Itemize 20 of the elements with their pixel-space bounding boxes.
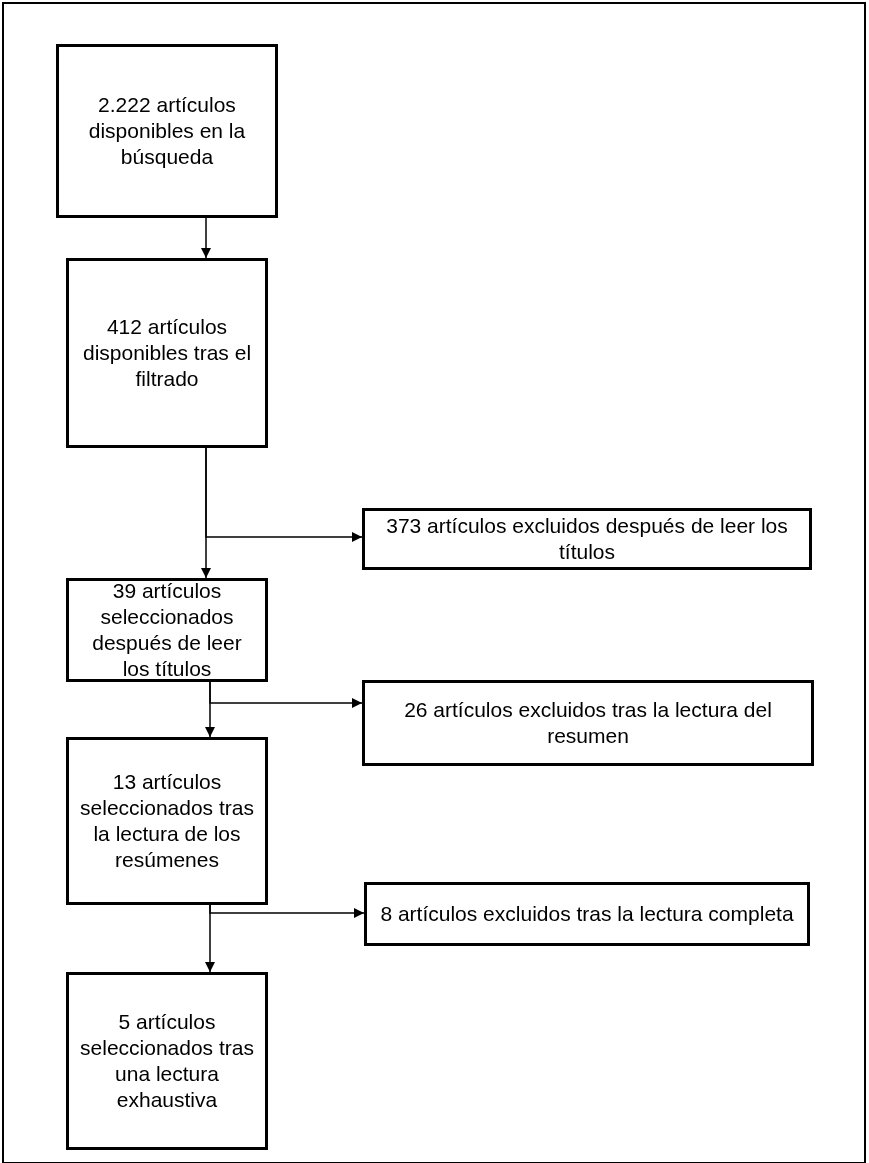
box-text: 412 artículos disponibles tras el filtrado — [81, 314, 253, 392]
box-text: 5 artículos seleccionados tras una lectura exhaustiva — [79, 1009, 255, 1113]
arrow — [201, 217, 211, 259]
arrow — [209, 681, 363, 708]
arrow — [209, 904, 365, 918]
process-box — [56, 44, 278, 218]
box-text: 39 artículos seleccionados después de leer los títulos — [91, 578, 243, 682]
process-box — [66, 972, 268, 1150]
arrow — [205, 447, 363, 542]
box-text: 26 artículos excluidos tras la lectura del resumen — [403, 697, 773, 749]
box-text: 2.222 artículos disponibles en la búsqueda — [87, 92, 247, 170]
process-box — [66, 258, 268, 448]
process-box — [66, 737, 268, 905]
process-box — [362, 680, 814, 766]
box-text: 373 artículos excluidos después de leer los títulos — [385, 513, 789, 565]
process-box — [364, 882, 810, 946]
process-box — [66, 578, 268, 682]
box-text: 8 artículos excluidos tras la lectura completa — [380, 901, 794, 927]
box-text: 13 artículos seleccionados tras la lectura de los resúmenes — [79, 769, 255, 873]
process-box — [362, 508, 812, 570]
